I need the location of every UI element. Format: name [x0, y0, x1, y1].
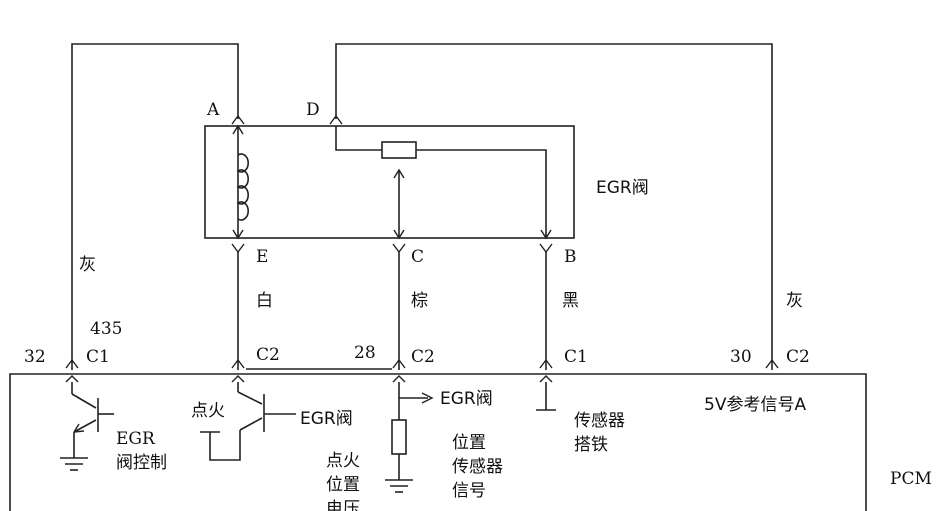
- wiper-arrow-up: [393, 168, 405, 179]
- pin-a-connector: [231, 114, 245, 125]
- egr-valve-box: [204, 125, 575, 239]
- pcm-entry-b: [539, 375, 553, 383]
- pin-c-connector: [392, 243, 406, 254]
- pin-28-label: 28: [354, 343, 376, 363]
- ignition-feed-wire: [209, 430, 241, 461]
- pin-e-connector: [231, 243, 245, 254]
- position-signal-label-2: 传感器: [452, 457, 503, 477]
- circuit-435-label: 435: [90, 319, 122, 339]
- egr-control-label-2: 阀控制: [116, 453, 167, 473]
- sensor-ground-label-1: 传感器: [574, 411, 625, 431]
- pos-signal-arrow: [421, 392, 434, 404]
- wire-color-brown: 棕: [411, 291, 428, 311]
- pcm-label: PCM: [890, 469, 932, 489]
- position-sensor-resistor: [381, 141, 417, 159]
- pin-a-label: A: [206, 100, 220, 120]
- pcm-entry-c: [392, 375, 406, 383]
- egr-ctrl-emitter-arrow: [73, 423, 85, 433]
- pcm-box: [9, 373, 867, 511]
- ignition-voltage-label-3: 电压: [326, 499, 360, 511]
- ignition-voltage-label-2: 位置: [326, 475, 360, 495]
- arrow-up-a: [232, 124, 244, 135]
- solenoid-coil: [236, 153, 249, 221]
- wire-color-gray-right: 灰: [786, 291, 803, 311]
- pin-32-label: 32: [24, 347, 46, 367]
- pcm-pin-28: [392, 358, 406, 369]
- pin-d-connector: [329, 114, 343, 125]
- pcm-pin-32: [65, 358, 79, 369]
- position-signal-label-3: 信号: [452, 481, 486, 501]
- arrow-down-e: [232, 229, 244, 240]
- pcm-pin-30: [765, 358, 779, 369]
- pin-e-label: E: [256, 247, 268, 267]
- pin-b-connector: [539, 243, 553, 254]
- c2-c-label: C2: [411, 347, 435, 367]
- wire-color-white: 白: [256, 291, 273, 311]
- arrow-down-c: [393, 229, 405, 240]
- ref-5v-label: 5V参考信号A: [704, 395, 806, 415]
- c2-e-label: C2: [256, 345, 280, 365]
- c1-b-label: C1: [564, 347, 588, 367]
- c2-right-label: C2: [786, 347, 810, 367]
- egr-drv-collector: [237, 391, 263, 405]
- pot-wire: [335, 126, 382, 151]
- gray-wire-left: [71, 43, 239, 370]
- wire-color-black: 黑: [562, 291, 579, 311]
- pcm-entry-e: [231, 375, 245, 383]
- gray-wire-right: [335, 43, 773, 370]
- pcm-pin-b: [539, 358, 553, 369]
- arrow-down-b: [540, 229, 552, 240]
- egr-position-output-label: EGR阀: [440, 389, 493, 409]
- pcm-entry-32: [65, 375, 79, 383]
- egr-drv-emitter: [239, 417, 263, 431]
- position-signal-label-1: 位置: [452, 433, 486, 453]
- c1-left-label: C1: [86, 347, 110, 367]
- pin-d-label: D: [306, 100, 320, 120]
- pin-30-label: 30: [730, 347, 752, 367]
- egr-ctrl-collector: [71, 393, 97, 409]
- egr-driver-label: EGR阀: [300, 409, 353, 429]
- ignition-label: 点火: [191, 401, 225, 421]
- ignition-voltage-label-1: 点火: [326, 451, 360, 471]
- egr-control-label-1: EGR: [116, 429, 156, 449]
- pcm-pin-e: [231, 358, 245, 369]
- pot-wire-b: [416, 149, 547, 238]
- pull-down-resistor: [391, 419, 407, 455]
- egr-ctrl-emitter: [73, 419, 97, 433]
- egr-valve-label: EGR阀: [596, 178, 649, 198]
- sensor-ground-label-2: 搭铁: [574, 435, 608, 455]
- pin-b-label: B: [564, 247, 577, 267]
- wire-color-gray-left: 灰: [79, 255, 96, 275]
- pin-c-label: C: [411, 247, 424, 267]
